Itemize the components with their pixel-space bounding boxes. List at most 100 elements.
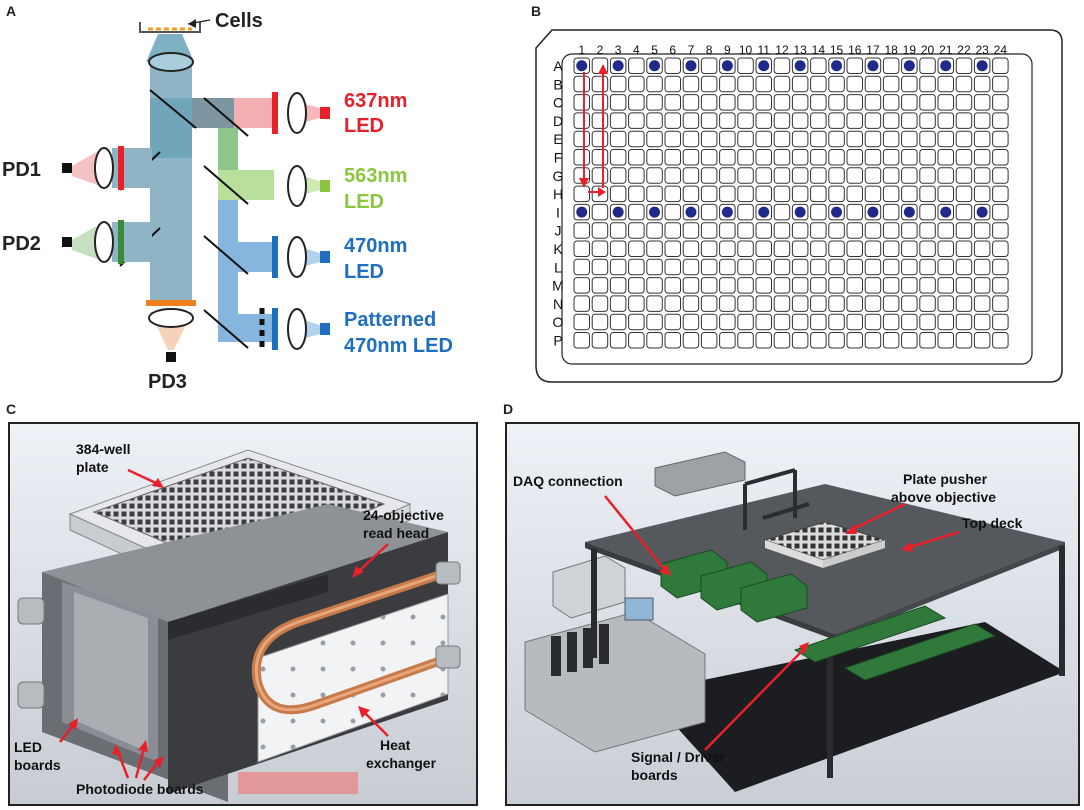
signal-label-2: boards [631, 767, 678, 783]
well [591, 222, 609, 239]
well [755, 313, 772, 331]
column-label: 3 [615, 43, 622, 57]
well [646, 258, 663, 276]
filled-well-dot [903, 206, 915, 218]
well [882, 332, 900, 349]
well [973, 313, 991, 331]
well [919, 313, 936, 331]
well [992, 130, 1009, 148]
well [937, 295, 954, 312]
well [591, 75, 609, 93]
well [737, 203, 754, 221]
patterned-label-1: Patterned [344, 309, 436, 331]
well [700, 313, 718, 331]
well [682, 94, 700, 111]
column-label: 2 [597, 43, 604, 57]
well [828, 240, 845, 257]
well [955, 295, 973, 312]
well [937, 332, 954, 349]
well [573, 149, 590, 166]
well [846, 149, 863, 166]
pusher-label-2: above objective [891, 489, 996, 505]
well [864, 149, 882, 166]
well [591, 313, 609, 331]
well [719, 75, 736, 93]
well [810, 203, 827, 221]
red-lens [287, 92, 307, 134]
well [973, 130, 991, 148]
well [992, 277, 1009, 294]
well [646, 240, 663, 257]
panel-letter-d: D [503, 401, 514, 417]
pd2-lens [94, 221, 114, 263]
filled-well-dot [976, 206, 988, 218]
well [864, 313, 882, 331]
heat-label-1: Heat [380, 737, 411, 753]
well [628, 222, 645, 239]
well [919, 203, 936, 221]
well [955, 149, 973, 166]
well [810, 167, 827, 184]
sample-dish [139, 22, 201, 33]
deck-legs [591, 546, 1065, 778]
well [901, 258, 918, 276]
well [719, 94, 736, 111]
row-label: H [553, 186, 563, 202]
well [755, 295, 772, 312]
pd3-sensor [166, 352, 176, 362]
well [773, 149, 791, 166]
column-label: 8 [706, 43, 713, 57]
well [737, 94, 754, 111]
well [901, 185, 918, 203]
well [864, 167, 882, 184]
well [700, 167, 718, 184]
well [682, 167, 700, 184]
well [773, 222, 791, 239]
well [846, 94, 863, 111]
filled-well-dot [612, 60, 624, 72]
well [773, 203, 791, 221]
well [700, 130, 718, 148]
well [646, 295, 663, 312]
well [609, 240, 627, 257]
well [864, 332, 882, 349]
well [846, 332, 863, 349]
filled-well-dot [685, 206, 697, 218]
well [901, 112, 918, 129]
well [992, 258, 1009, 276]
well [664, 332, 681, 349]
well [664, 277, 681, 294]
well [864, 295, 882, 312]
well [664, 57, 681, 74]
well [737, 185, 754, 203]
well [973, 149, 991, 166]
well [919, 185, 936, 203]
column-label: 23 [975, 43, 989, 57]
green-led [320, 180, 330, 192]
well [573, 332, 590, 349]
well [810, 313, 827, 331]
column-label: 9 [724, 43, 731, 57]
well [755, 130, 772, 148]
well [864, 94, 882, 111]
well [591, 277, 609, 294]
row-label: M [552, 278, 564, 294]
well [628, 167, 645, 184]
well [700, 222, 718, 239]
well [919, 332, 936, 349]
well [828, 149, 845, 166]
readhead-label-2: read head [363, 525, 429, 541]
well [992, 167, 1009, 184]
well [591, 130, 609, 148]
column-label: 13 [793, 43, 807, 57]
patterned-lens [287, 308, 307, 350]
well [646, 167, 663, 184]
filled-well-dot [867, 206, 879, 218]
well [864, 130, 882, 148]
instrument-render-d: DAQ connection Plate pusher above object… [505, 422, 1080, 806]
well [828, 313, 845, 331]
well [773, 57, 791, 74]
well [810, 185, 827, 203]
well [810, 149, 827, 166]
well [682, 277, 700, 294]
